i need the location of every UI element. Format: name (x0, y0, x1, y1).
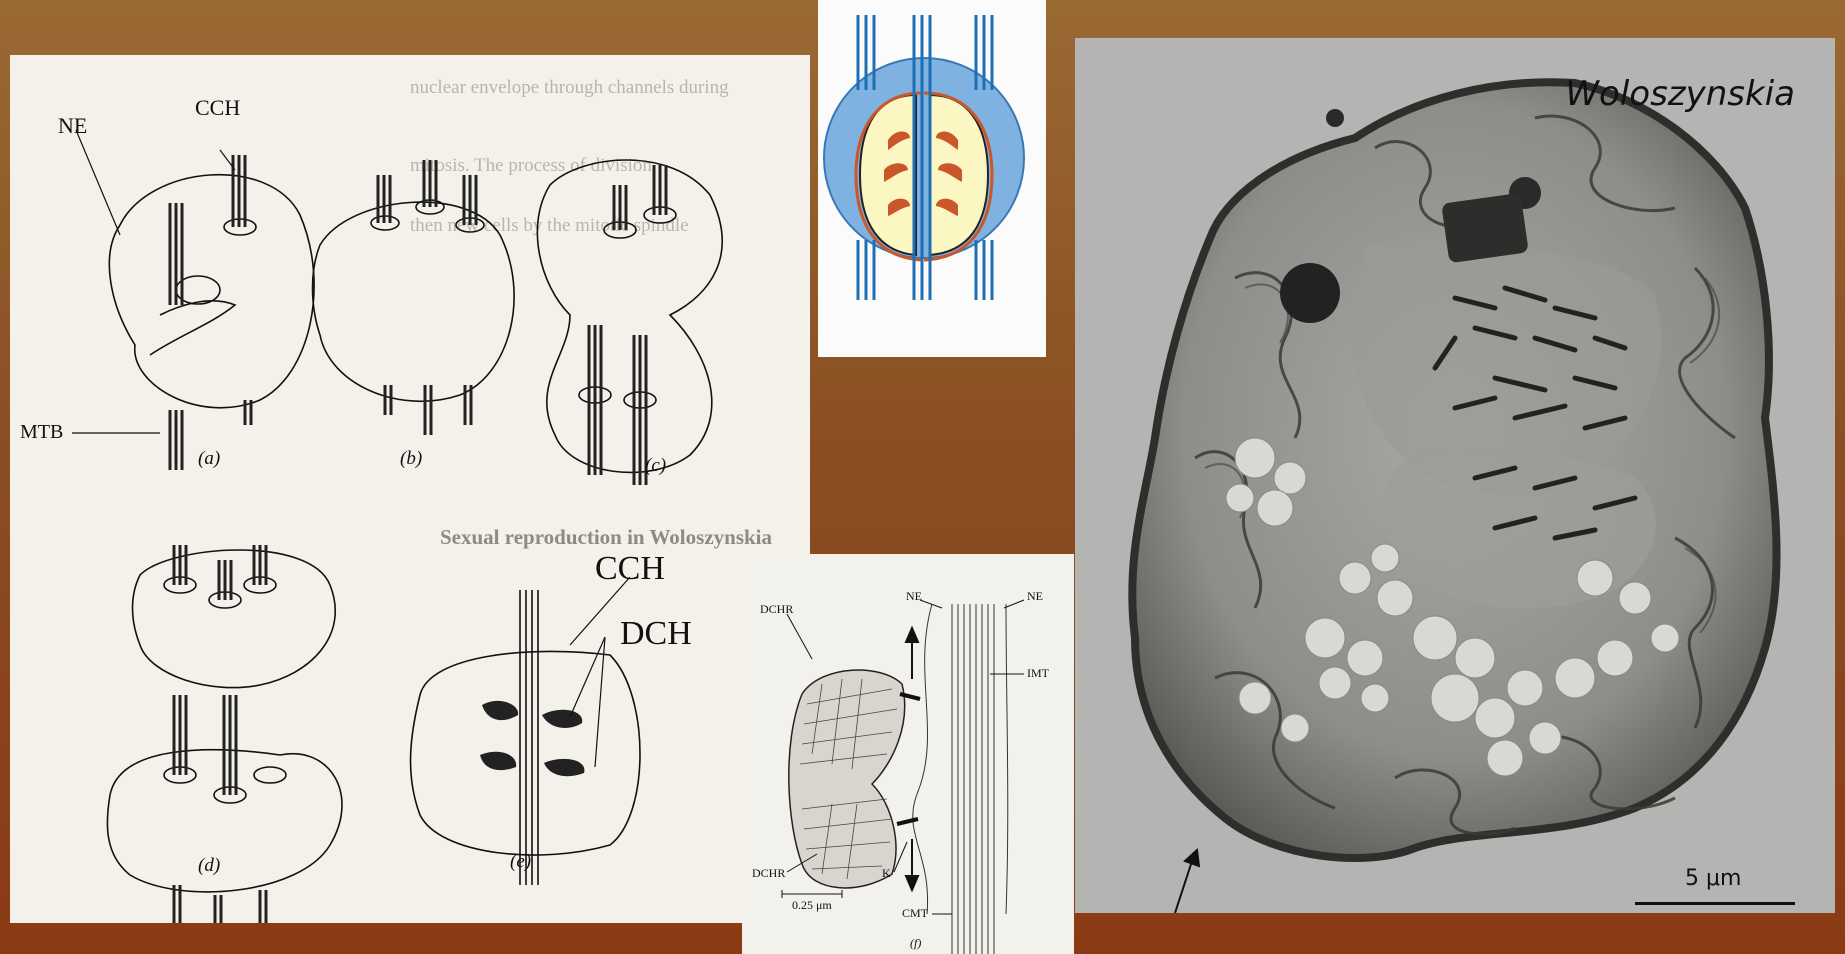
label-k: K (882, 866, 891, 881)
caption-d: (d) (198, 855, 220, 877)
caption-f: (f) (910, 936, 921, 951)
kinetochore-panel: NE NE DCHR IMT DCHR K 0.25 μm CMT (f) (742, 554, 1074, 954)
label-imt: IMT (1027, 666, 1049, 681)
diagrams-panel: nuclear envelope through channels during… (10, 55, 810, 923)
nuclear-division-schematic (818, 0, 1046, 357)
label-cch-e: CCH (595, 550, 665, 588)
label-cch: CCH (195, 95, 240, 121)
scale-bar-label: 5 μm (1685, 866, 1741, 891)
label-mtb: MTB (20, 421, 63, 444)
electron-micrograph: Woloszynskia 5 μm (1075, 38, 1835, 913)
label-dchr-top: DCHR (760, 602, 793, 617)
genus-title: Woloszynskia (1565, 74, 1795, 114)
label-dchr-bottom: DCHR (752, 866, 785, 881)
label-ne: NE (58, 113, 87, 139)
caption-a: (a) (198, 448, 220, 470)
micrograph-image (1075, 38, 1835, 913)
label-scale: 0.25 μm (792, 898, 832, 913)
caption-e: (e) (510, 851, 531, 873)
label-ne-left: NE (906, 589, 922, 604)
caption-b: (b) (400, 448, 422, 470)
caption-c: (c) (645, 455, 666, 477)
scale-bar (1635, 902, 1795, 905)
schematic-drawing (818, 0, 1046, 357)
cell-division-drawings (10, 55, 810, 923)
label-ne-right: NE (1027, 589, 1043, 604)
label-cmt: CMT (902, 906, 928, 921)
label-dch: DCH (620, 615, 692, 653)
